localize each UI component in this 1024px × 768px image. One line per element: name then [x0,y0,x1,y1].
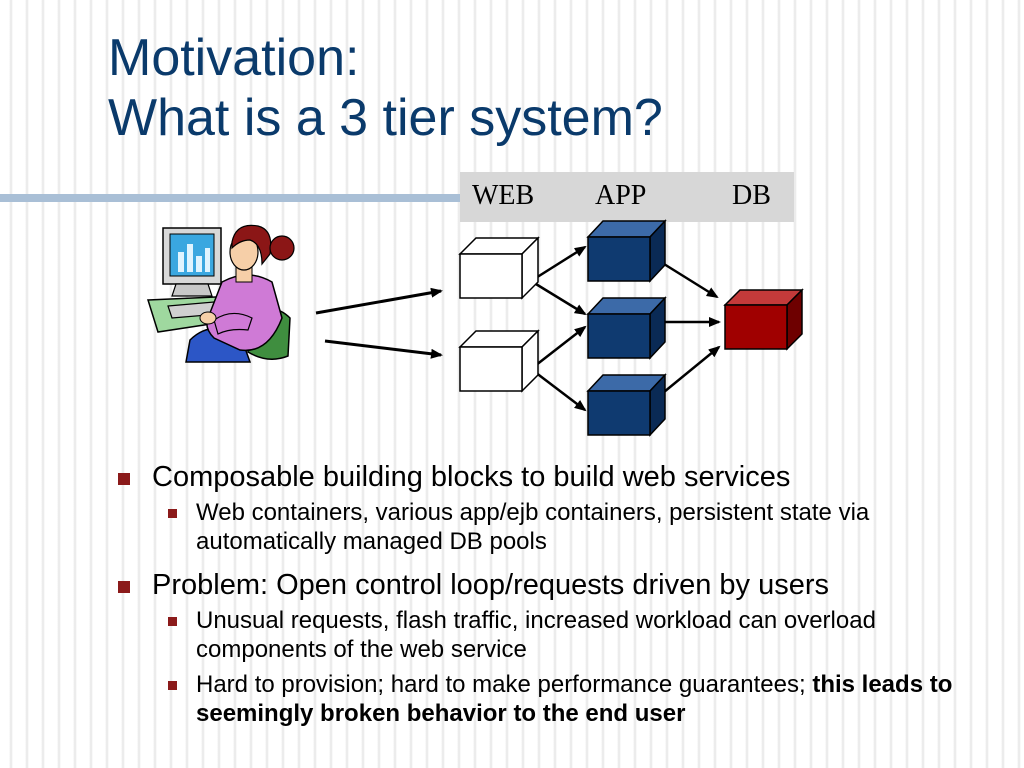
title-line-2: What is a 3 tier system? [108,89,663,147]
app-to-db-arrows [663,262,721,393]
tier-label-web: WEB [472,180,535,211]
title-divider [0,194,460,202]
bullet-text: Composable building blocks to build web … [152,461,791,493]
title-line-1: Motivation: [108,29,360,87]
arrow-web1-to-app2 [530,279,587,316]
web-server-box [458,236,540,300]
request-arrows [315,287,443,359]
tier-header: WEB APP DB [460,172,794,222]
app-server-box [586,296,667,360]
bullet-square-icon [168,681,177,690]
web-to-app-arrows [530,245,587,412]
bullet-text: Problem: Open control loop/requests driv… [152,569,830,601]
db-server-box [723,288,804,351]
arrow-web1-to-app1 [530,245,587,283]
arrow-app1-to-db [663,262,719,299]
arrow-user-to-web-2 [324,339,443,359]
arrow-web2-to-app3 [530,368,587,412]
slide-title: Motivation: What is a 3 tier system? [108,28,663,148]
user-at-computer-icon [146,224,295,363]
app-server-box [586,373,667,437]
sub-bullet-text: Unusual requests, flash traffic, increas… [196,607,876,663]
bullet-square-icon [118,581,130,593]
bullet-square-icon [118,473,130,485]
bullet-square-icon [168,617,177,626]
bullet-item: Composable building blocks to build web … [110,458,1010,496]
bullet-list: Composable building blocks to build web … [110,458,1010,734]
bullet-square-icon [168,509,177,518]
sub-bullet-item: Hard to provision; hard to make performa… [156,670,1010,728]
sub-bullet-bold-text: this leads to seemingly broken behavior … [196,671,953,727]
bullet-item: Problem: Open control loop/requests driv… [110,566,1010,604]
arrow-app3-to-db [663,345,721,393]
tier-label-app: APP [595,180,647,211]
sub-bullet-text: Hard to provision; hard to make performa… [196,671,813,698]
three-tier-diagram [146,219,804,437]
arrow-user-to-web-1 [315,287,443,315]
app-server-box [586,219,667,283]
sub-bullet-item: Unusual requests, flash traffic, increas… [156,606,1010,664]
arrow-web2-to-app2 [530,325,587,370]
sub-bullet-text: Web containers, various app/ejb containe… [196,499,870,555]
web-server-box [458,329,540,393]
sub-bullet-item: Web containers, various app/ejb containe… [156,498,1010,556]
tier-label-db: DB [732,180,771,211]
